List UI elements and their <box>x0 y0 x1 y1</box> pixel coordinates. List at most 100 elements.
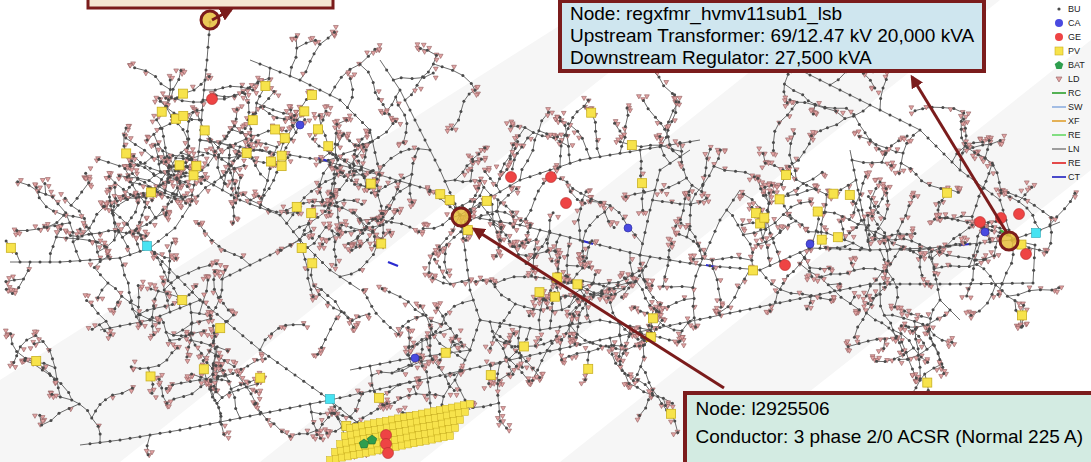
load-symbol <box>49 190 54 194</box>
load-symbol <box>769 196 774 200</box>
feeder-line <box>71 183 89 206</box>
load-symbol <box>152 223 157 227</box>
load-symbol <box>960 296 965 300</box>
feeder-line <box>971 285 996 315</box>
feeder-line <box>591 113 600 157</box>
load-symbol <box>45 178 50 182</box>
load-symbol <box>97 246 102 250</box>
load-symbol <box>183 141 188 145</box>
feeder-line <box>360 64 396 121</box>
load-symbol <box>403 303 408 307</box>
load-symbol <box>153 100 158 104</box>
load-symbol <box>893 339 898 343</box>
load-symbol <box>88 167 93 171</box>
load-symbol <box>472 211 477 215</box>
load-symbol <box>107 209 112 213</box>
load-symbol <box>325 304 330 308</box>
load-symbol <box>150 120 155 124</box>
load-symbol <box>919 345 924 349</box>
load-symbol <box>781 187 786 191</box>
feeder-line <box>1047 218 1052 252</box>
load-symbol <box>174 69 179 73</box>
load-symbol <box>884 343 889 347</box>
load-symbol <box>305 326 310 330</box>
load-symbol <box>740 219 745 223</box>
load-symbol <box>189 189 194 193</box>
load-symbol <box>105 191 110 195</box>
load-symbol <box>607 350 612 354</box>
load-symbol <box>246 93 251 97</box>
load-symbol <box>204 157 209 161</box>
load-symbol <box>421 43 426 47</box>
load-symbol <box>141 185 146 189</box>
load-symbol <box>245 89 250 93</box>
load-symbol <box>237 168 242 172</box>
load-symbol <box>152 114 157 118</box>
load-symbol <box>931 326 936 330</box>
load-symbol <box>338 146 343 150</box>
load-symbol <box>451 283 456 287</box>
load-symbol <box>665 286 670 290</box>
feeder-line <box>36 187 84 218</box>
load-symbol <box>650 279 655 283</box>
load-symbol <box>283 120 288 124</box>
load-symbol <box>194 201 199 205</box>
load-symbol <box>143 72 148 76</box>
load-symbol <box>492 195 497 199</box>
feeder-line <box>50 229 61 262</box>
load-symbol <box>206 189 211 193</box>
load-symbol <box>1073 195 1078 199</box>
load-symbol <box>254 91 259 95</box>
load-symbol <box>242 159 247 163</box>
load-symbol <box>171 185 176 189</box>
load-symbol <box>472 179 477 183</box>
regulator-segment <box>388 262 398 266</box>
load-symbol <box>498 254 503 258</box>
feeder-line <box>10 22 210 262</box>
load-symbol <box>867 142 872 146</box>
load-symbol <box>419 87 424 91</box>
load-symbol <box>438 54 443 58</box>
load-symbol <box>152 158 157 162</box>
load-symbol <box>90 241 95 245</box>
load-symbol <box>612 341 617 345</box>
load-symbol <box>116 177 121 181</box>
load-symbol <box>878 338 883 342</box>
feeder-line <box>743 202 810 235</box>
load-symbol <box>742 280 747 284</box>
feeder-line <box>977 264 1024 305</box>
load-symbol <box>909 106 914 110</box>
load-symbol <box>288 160 293 164</box>
load-symbol <box>525 234 530 238</box>
load-symbol <box>420 232 425 236</box>
load-symbol <box>423 267 428 271</box>
feeder-line <box>135 68 171 90</box>
load-symbol <box>658 286 663 290</box>
load-symbol <box>63 199 68 203</box>
load-symbol <box>566 184 571 188</box>
load-symbol <box>195 112 200 116</box>
load-symbol <box>901 169 906 173</box>
load-symbol <box>876 350 881 354</box>
load-symbol <box>276 94 281 98</box>
load-symbol <box>463 282 468 286</box>
load-symbol <box>804 250 809 254</box>
load-symbol <box>430 279 435 283</box>
load-symbol <box>909 112 914 116</box>
load-symbol <box>445 213 450 217</box>
load-symbol <box>59 193 64 197</box>
feeder-line <box>348 79 353 108</box>
feeder-line <box>659 298 694 311</box>
load-symbol <box>33 225 38 229</box>
load-symbol <box>482 180 487 184</box>
feeder-line <box>45 183 46 194</box>
load-symbol <box>991 296 996 300</box>
load-symbol <box>170 181 175 185</box>
feeder-line <box>65 198 100 259</box>
load-symbol <box>155 128 160 132</box>
load-symbol <box>968 296 973 300</box>
load-symbol <box>191 152 196 156</box>
load-symbol <box>128 64 133 68</box>
load-symbol <box>139 152 144 156</box>
load-symbol <box>46 185 51 189</box>
